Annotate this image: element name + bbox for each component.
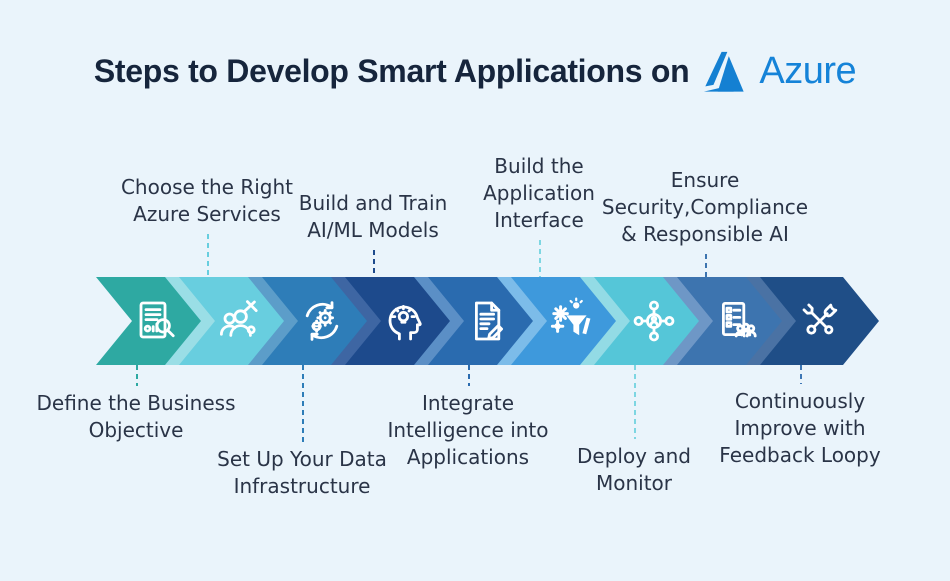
step-label-line: Improve with <box>734 416 866 440</box>
step-label-line: Infrastructure <box>233 474 371 498</box>
step-label-line: Azure Services <box>133 202 281 226</box>
step-label-line: Ensure <box>670 168 740 192</box>
step-label-line: Define the Business <box>36 391 236 415</box>
step-connector-2 <box>207 234 209 277</box>
checklist-people-icon <box>713 297 761 345</box>
step-connector-7 <box>634 365 636 439</box>
wrench-tools-icon <box>796 297 844 345</box>
step-connector-5 <box>468 365 470 386</box>
team-tools-icon <box>215 297 263 345</box>
step-label-line: & Responsible AI <box>621 222 789 246</box>
step-label-line: Feedback Loopy <box>719 443 881 467</box>
network-deploy-icon <box>630 297 678 345</box>
title-text: Steps to Develop Smart Applications on <box>93 52 690 89</box>
automation-funnel-icon <box>547 297 595 345</box>
step-label-line: Application <box>483 181 595 205</box>
azure-wordmark: Azure <box>759 49 857 92</box>
step-label-line: Objective <box>88 418 184 442</box>
step-connector-8 <box>705 254 707 277</box>
step-label-line: Monitor <box>595 471 673 495</box>
step-connector-9 <box>800 365 802 384</box>
step-label-line: Applications <box>406 445 530 469</box>
step-label-line: Choose the Right <box>120 175 294 199</box>
step-label-line: Integrate <box>421 391 515 415</box>
document-pencil-icon <box>464 297 512 345</box>
document-search-icon <box>132 297 180 345</box>
gears-sync-icon <box>298 297 346 345</box>
step-connector-6 <box>539 240 541 277</box>
azure-logo-icon <box>704 51 745 92</box>
step-label-line: Interface <box>494 208 584 232</box>
step-label-line: Build and Train <box>298 191 448 215</box>
step-label-line: Security,Compliance <box>601 195 809 219</box>
step-label-line: Deploy and <box>576 444 691 468</box>
step-label-line: Continuously <box>734 389 866 413</box>
step-connector-3 <box>302 365 304 442</box>
page-title: Steps to Develop Smart Applications on A… <box>0 48 950 94</box>
head-lightbulb-icon <box>381 297 429 345</box>
step-connector-1 <box>136 365 138 386</box>
step-label-line: Set Up Your Data <box>217 447 387 471</box>
step-connector-4 <box>373 250 375 277</box>
step-label-line: AI/ML Models <box>307 218 439 242</box>
step-label-line: Intelligence into <box>387 418 549 442</box>
step-label-line: Build the <box>494 154 584 178</box>
